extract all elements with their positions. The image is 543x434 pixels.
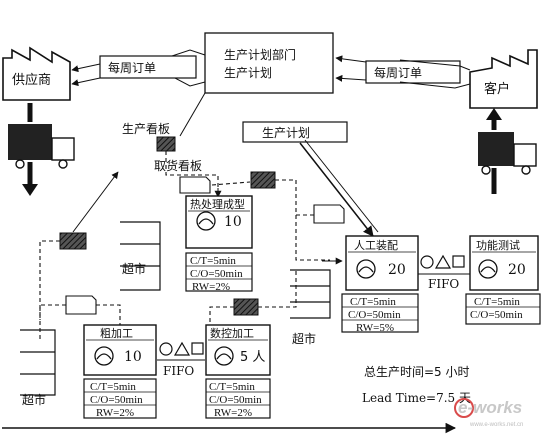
- assembly-count: 20: [388, 262, 406, 278]
- customer-truck-icon: [478, 108, 537, 194]
- cnc-co: C/O=50min: [209, 394, 262, 406]
- heat-treat-ct: C/T=5min: [190, 255, 236, 267]
- supplier-label: 供应商: [12, 72, 51, 88]
- lead-time: Lead Time=7.5 天: [362, 391, 471, 405]
- planning-line2: 生产计划: [224, 66, 272, 80]
- weekly-order-right: 每周订单: [335, 55, 471, 89]
- heat-treat-name: 热处理成型: [190, 197, 245, 211]
- cnc-name: 数控加工: [210, 326, 254, 340]
- kanban-card-production: [156, 136, 176, 152]
- rough-ct: C/T=5min: [90, 381, 136, 393]
- operator-icon: [214, 346, 234, 366]
- production-kanban-label: 生产看板: [122, 122, 170, 136]
- customer-label: 客户: [484, 81, 510, 97]
- kanban-up-arrow: [72, 171, 119, 233]
- process-cnc: 数控加工 5 人 C/T=5min C/O=50min RW=2%: [205, 324, 271, 419]
- fifo-lane-lower: FIFO: [157, 341, 205, 378]
- assembly-ct: C/T=5min: [350, 296, 396, 308]
- planning-line1: 生产计划部门: [224, 47, 296, 62]
- heat-treat-rw: RW=2%: [192, 281, 230, 293]
- operator-icon: [478, 259, 498, 279]
- planning-to-kanban-arrow: [179, 92, 206, 137]
- customer-factory: 客户: [469, 49, 538, 109]
- rough-name: 粗加工: [100, 327, 133, 340]
- e-works-watermark: e-works www.e-works.net.cn: [454, 398, 523, 428]
- withdrawal-kanban-label: 取货看板: [154, 158, 202, 173]
- weekly-order-left-label: 每周订单: [108, 60, 156, 75]
- supplier-truck-icon: [8, 103, 75, 196]
- kanban-card-left: [59, 232, 87, 250]
- rough-count: 10: [124, 349, 142, 365]
- process-assembly: 人工装配 20 C/T=5min C/O=50min RW=5%: [341, 235, 419, 334]
- rough-rw: RW=2%: [96, 407, 134, 419]
- assembly-rw: RW=5%: [356, 322, 394, 334]
- supermarket-label-1: 超市: [122, 261, 146, 276]
- fifo-label-upper: FIFO: [428, 277, 459, 291]
- signal-card-1: [179, 176, 211, 194]
- assembly-co: C/O=50min: [348, 309, 401, 321]
- test-ct: C/T=5min: [474, 296, 520, 308]
- supplier-factory: 供应商: [2, 46, 71, 101]
- operator-icon: [196, 211, 216, 231]
- process-test: 功能测试 20 C/T=5min C/O=50min: [465, 235, 541, 325]
- process-rough: 粗加工 10 C/T=5min C/O=50min RW=2%: [83, 324, 157, 419]
- production-plan-label: 生产计划: [262, 126, 310, 140]
- signal-card-3: [65, 295, 97, 315]
- kanban-card-withdrawal: [250, 171, 276, 189]
- rough-co: C/O=50min: [90, 394, 143, 406]
- kanban-card-lower: [233, 298, 259, 316]
- heat-treat-count: 10: [224, 214, 242, 230]
- operator-icon: [94, 346, 114, 366]
- production-planning-box: 生产计划部门 生产计划: [204, 32, 334, 94]
- supermarket-rack-2: [290, 269, 331, 319]
- test-co: C/O=50min: [470, 309, 523, 321]
- test-count: 20: [508, 262, 526, 278]
- fifo-lane-upper: FIFO: [418, 254, 470, 291]
- test-name: 功能测试: [476, 238, 520, 252]
- watermark-sub: www.e-works.net.cn: [469, 422, 523, 428]
- supermarket-label-2: 超市: [292, 331, 316, 346]
- assembly-name: 人工装配: [354, 239, 398, 252]
- supermarket-label-3: 超市: [22, 392, 46, 407]
- total-production-time: 总生产时间=5 小时: [364, 365, 470, 379]
- weekly-order-left: 每周订单: [71, 49, 206, 87]
- watermark-main: e-works: [458, 398, 522, 417]
- cnc-rw: RW=2%: [214, 407, 252, 419]
- kanban-flow-lines: [39, 151, 330, 340]
- operator-icon: [356, 259, 376, 279]
- cnc-count: 5 人: [240, 350, 265, 365]
- fifo-label-lower: FIFO: [163, 364, 194, 378]
- supermarket-rack-1: [120, 221, 161, 291]
- weekly-order-right-label: 每周订单: [374, 65, 422, 80]
- supermarket-rack-3: [20, 329, 56, 396]
- signal-card-2: [313, 204, 345, 224]
- process-heat-treat: 热处理成型 10 C/T=5min C/O=50min RW=2%: [185, 195, 253, 293]
- cnc-ct: C/T=5min: [209, 381, 255, 393]
- heat-treat-co: C/O=50min: [190, 268, 243, 280]
- production-plan-arrow: 生产计划: [242, 121, 379, 237]
